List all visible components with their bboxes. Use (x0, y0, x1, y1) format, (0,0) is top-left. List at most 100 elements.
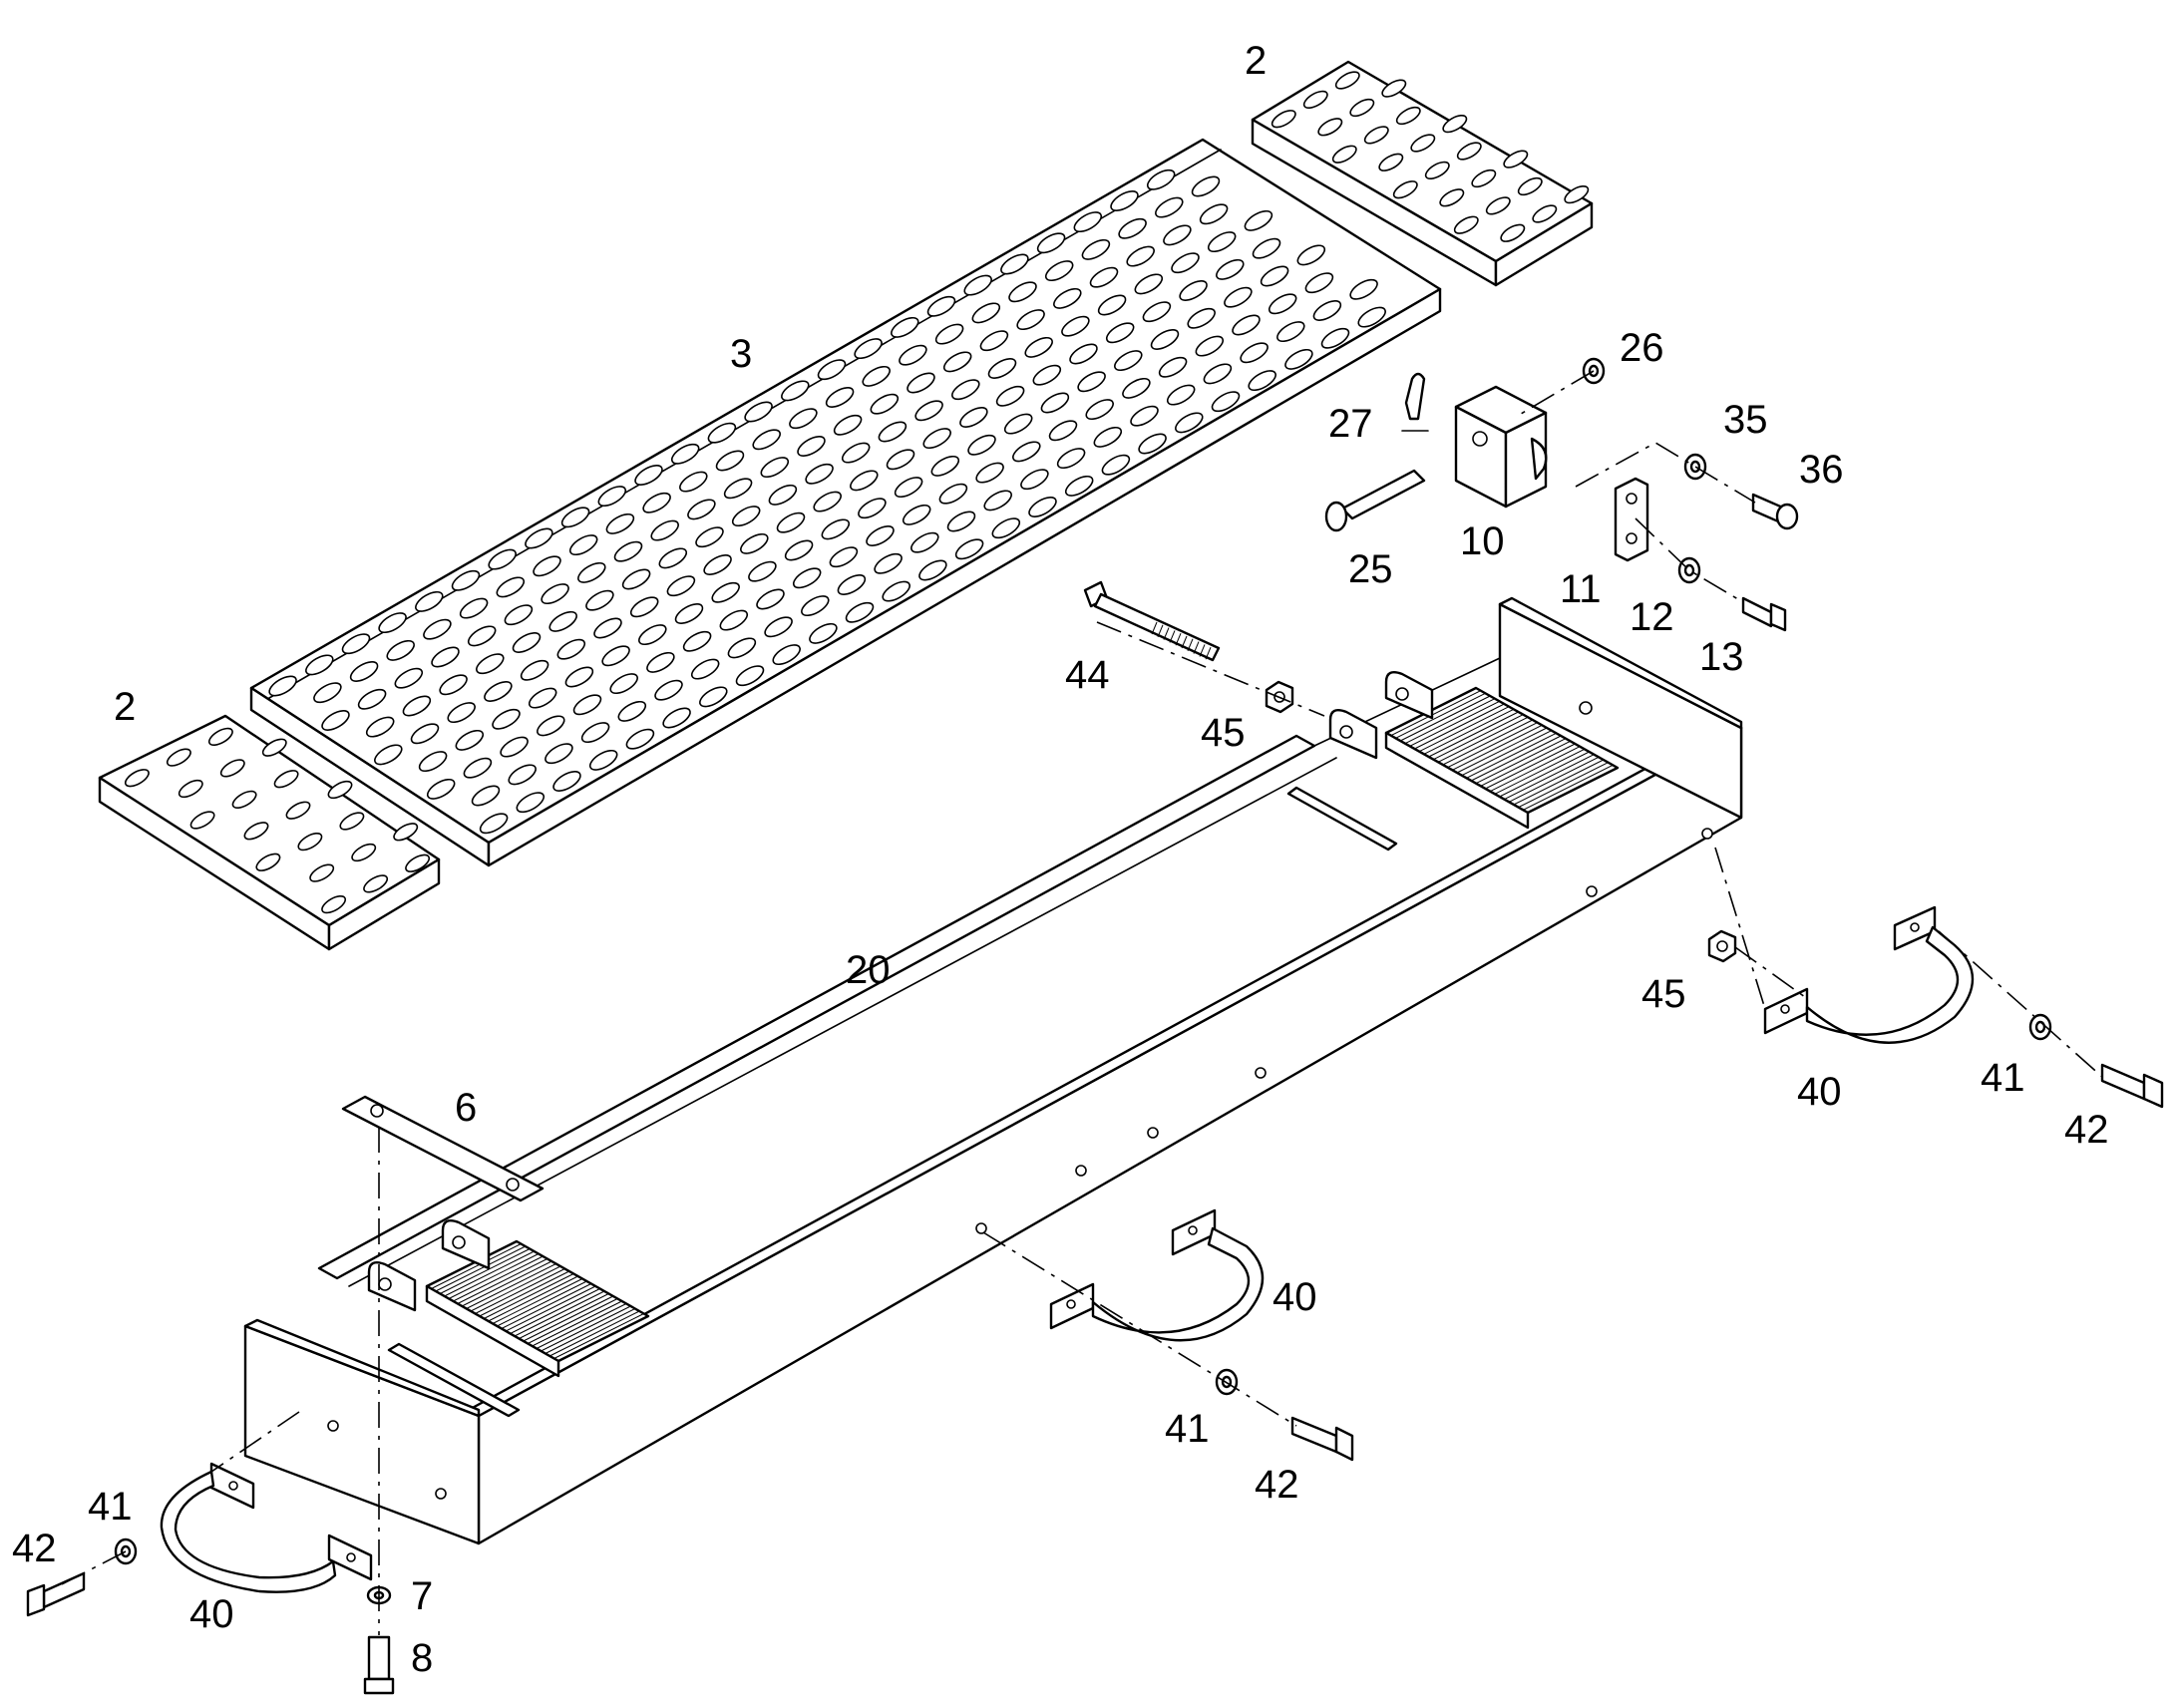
perforation-hole (1146, 169, 1176, 190)
rib-line (501, 1283, 592, 1329)
rib-line (1475, 738, 1567, 785)
perforation-hole (1363, 126, 1389, 145)
perforation-hole (797, 436, 826, 457)
perforation-hole (638, 624, 667, 646)
perforation-hole (207, 727, 233, 747)
perforation-hole (764, 616, 793, 638)
perforation-hole (756, 588, 785, 610)
perforation-hole (1268, 293, 1297, 315)
perforation-hole (707, 422, 737, 444)
perforation-hole (1187, 307, 1216, 329)
end-tread-2-bottom (98, 714, 441, 951)
step-frame-20 (243, 596, 1743, 1545)
perforation-hole (971, 302, 1001, 324)
perforation-hole (1016, 309, 1045, 331)
perforation-hole (1158, 356, 1188, 378)
perforation-hole (1503, 150, 1529, 169)
perforation-hole (1003, 413, 1033, 435)
end-tread-2-bottom-perforations (124, 727, 431, 914)
perforation-hole (1061, 315, 1090, 337)
perforation-hole (285, 801, 311, 820)
perforation-hole (841, 442, 871, 464)
perforation-hole (1240, 342, 1269, 364)
rib-line (514, 1290, 605, 1337)
perforation-hole (682, 630, 712, 652)
perforation-hole (415, 590, 444, 612)
rib-line (1480, 740, 1571, 787)
perforation-hole (577, 561, 606, 583)
perforation-hole (500, 736, 529, 758)
rib-line (1518, 762, 1609, 809)
end-tread-2-top-perforations (1271, 71, 1590, 242)
perforation-hole (341, 633, 371, 655)
perforation-hole (658, 547, 688, 569)
screw-36 (1751, 493, 1799, 530)
perforation-hole (703, 554, 732, 575)
rib-line (1414, 703, 1505, 750)
perforation-hole (946, 511, 976, 532)
perforation-hole (1179, 280, 1208, 301)
rear-step-plate (1328, 671, 1620, 830)
rib-line (1442, 719, 1534, 766)
latch-pin-25 (1324, 469, 1426, 532)
rib-line (444, 1250, 535, 1297)
perforation-hole (545, 743, 573, 765)
rib-line (1499, 751, 1590, 798)
rib-line (1428, 711, 1519, 758)
callout-12: 12 (1630, 595, 1674, 639)
perforation-hole (850, 470, 879, 492)
callout-27: 27 (1328, 402, 1373, 446)
callout-6: 6 (455, 1086, 477, 1130)
perforation-hole (1138, 433, 1167, 455)
perforation-hole (740, 532, 769, 554)
perforation-hole (374, 744, 403, 766)
perforation-hole (963, 274, 992, 296)
rib-line (492, 1278, 583, 1324)
perforation-hole (617, 700, 647, 722)
perforation-hole (987, 358, 1017, 379)
perforation-hole (459, 597, 489, 619)
perforation-hole (1312, 300, 1342, 321)
callout-41-right: 41 (1981, 1056, 2025, 1100)
perforation-hole (386, 639, 415, 661)
perforation-hole (837, 574, 867, 595)
rib-line (1409, 700, 1500, 747)
bolt-8 (363, 1635, 395, 1695)
perforation-hole (792, 567, 822, 589)
rib-line (1485, 743, 1576, 790)
perforation-hole (870, 393, 900, 415)
front-step-plate (367, 1219, 650, 1378)
perforation-hole (821, 518, 851, 540)
perforation-hole (243, 822, 269, 841)
callout-2-top: 2 (1245, 39, 1267, 83)
perforation-hole (1126, 245, 1155, 267)
perforation-hole (488, 548, 517, 570)
perforation-hole (394, 667, 424, 689)
perforation-hole (930, 455, 960, 477)
perforation-hole (516, 792, 545, 814)
perforation-hole (393, 823, 419, 842)
perforation-hole (492, 708, 521, 730)
perforation-hole (858, 498, 887, 519)
rib-line (1461, 730, 1552, 777)
bolt-42-middle (1290, 1416, 1354, 1462)
callout-40-left: 40 (189, 1592, 234, 1636)
perforation-hole (784, 539, 814, 561)
strap-plate-6 (341, 1095, 545, 1202)
perforation-hole (1081, 238, 1111, 260)
perforation-hole (1036, 232, 1066, 254)
perforation-hole (825, 387, 855, 408)
perforation-hole (178, 779, 203, 799)
end-tread-2-top (1251, 60, 1594, 287)
perforation-hole (1024, 336, 1053, 358)
perforation-hole (894, 477, 923, 499)
rib-line (545, 1308, 636, 1354)
perforation-hole (719, 609, 749, 631)
perforation-hole (914, 400, 943, 422)
callout-36: 36 (1799, 448, 1844, 492)
perforation-hole (537, 715, 565, 737)
perforation-hole (1195, 335, 1225, 357)
callout-35: 35 (1723, 398, 1768, 442)
perforation-hole (1392, 180, 1418, 199)
